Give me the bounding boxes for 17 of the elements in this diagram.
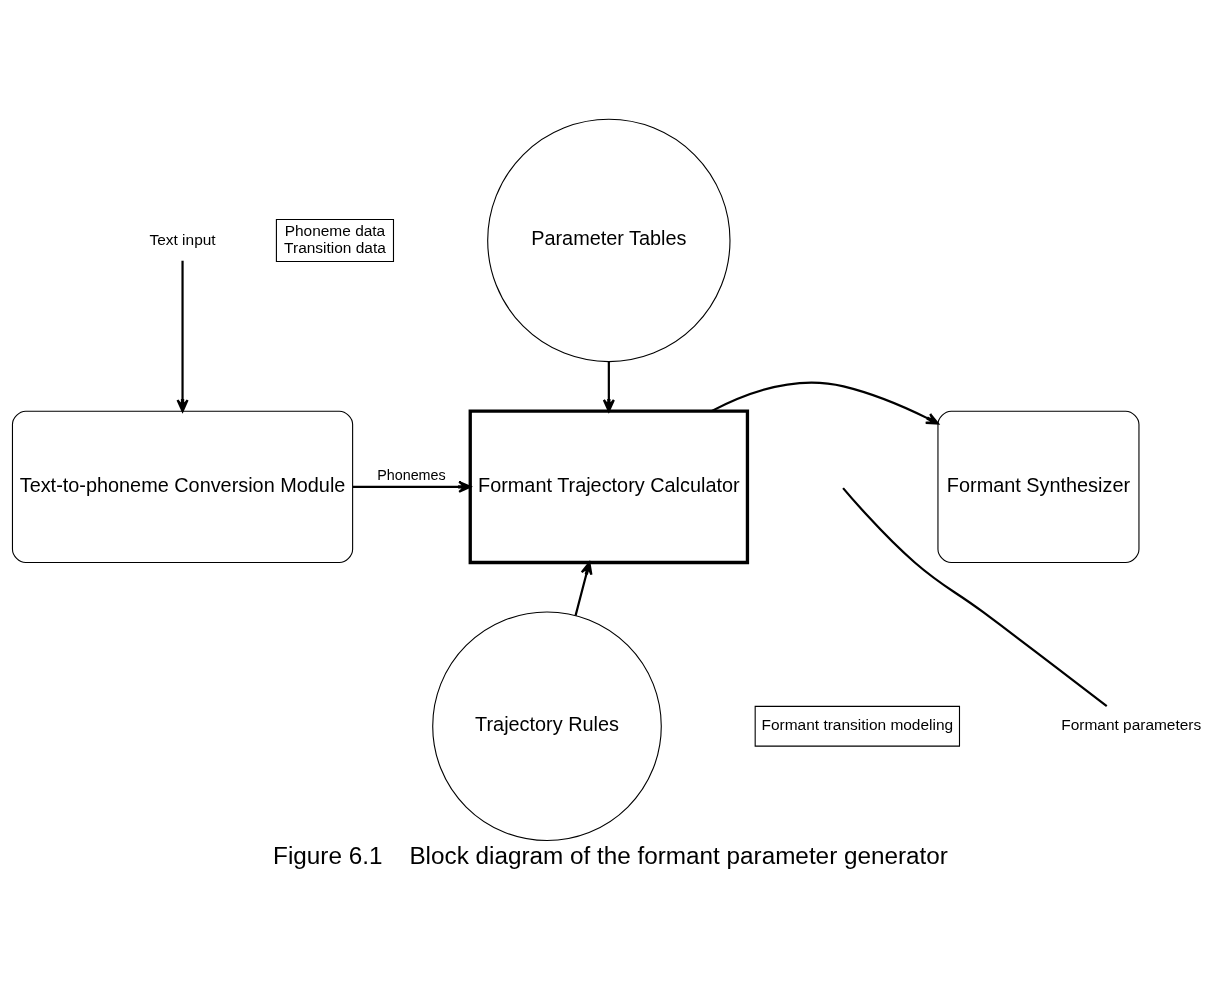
node-box: Formant Trajectory Calculator xyxy=(468,409,750,564)
edge-label: Phonemes xyxy=(377,466,446,483)
arrow xyxy=(602,361,615,412)
arrow xyxy=(176,260,189,412)
node-box: Text-to-phoneme Conversion Module xyxy=(11,410,354,563)
arrow xyxy=(710,381,939,425)
connector xyxy=(842,486,1108,707)
caption: Figure 6.1 Block diagram of the formant parameter generator xyxy=(273,841,948,869)
node-text: Text input xyxy=(149,230,216,248)
node-box: Formant transition modeling xyxy=(754,705,961,747)
node-circle: Parameter Tables xyxy=(487,118,731,362)
node-box: Phoneme data Transition data xyxy=(275,218,395,262)
node-circle: Trajectory Rules xyxy=(432,610,662,841)
node-box: Formant Synthesizer xyxy=(937,410,1140,563)
arrow xyxy=(352,480,472,493)
node-text: Formant parameters xyxy=(1061,715,1202,733)
arrow xyxy=(574,561,593,616)
